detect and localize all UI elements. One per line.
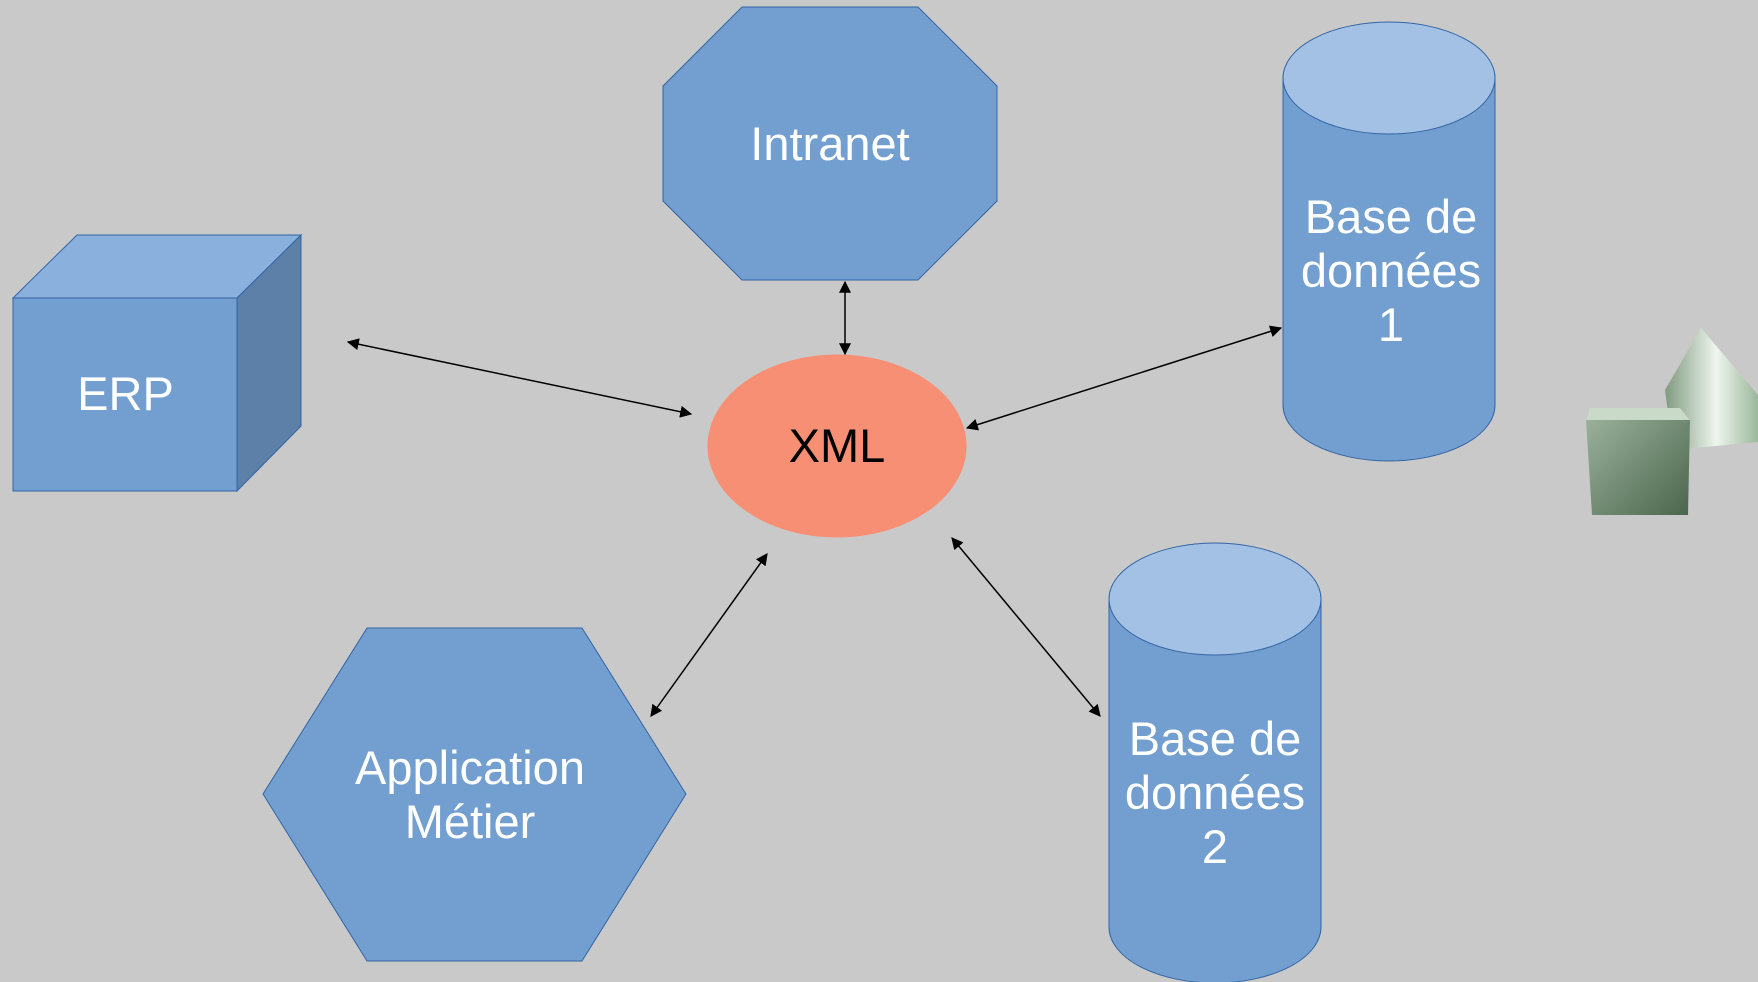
connector-erp-xml [346,338,693,418]
application-metier-node [262,627,687,962]
application-metier-label: Application Métier [355,741,585,848]
database-1-label: Base de données 1 [1300,190,1482,351]
intranet-label: Intranet [750,117,910,170]
connector-database1-xml [965,325,1283,431]
connector-database2-xml [951,537,1101,717]
xml-hub-node [707,354,967,538]
database-1-node [1282,21,1496,462]
database-2-label: Base de données 2 [1124,712,1306,873]
intranet-node [662,6,998,281]
connector-application-xml [650,553,768,717]
xml-hub-label: XML [788,419,886,472]
erp-label: ERP [77,367,174,420]
3d-shapes-icon [1586,328,1758,515]
database-2-node [1108,542,1322,982]
erp-node [11,233,303,493]
